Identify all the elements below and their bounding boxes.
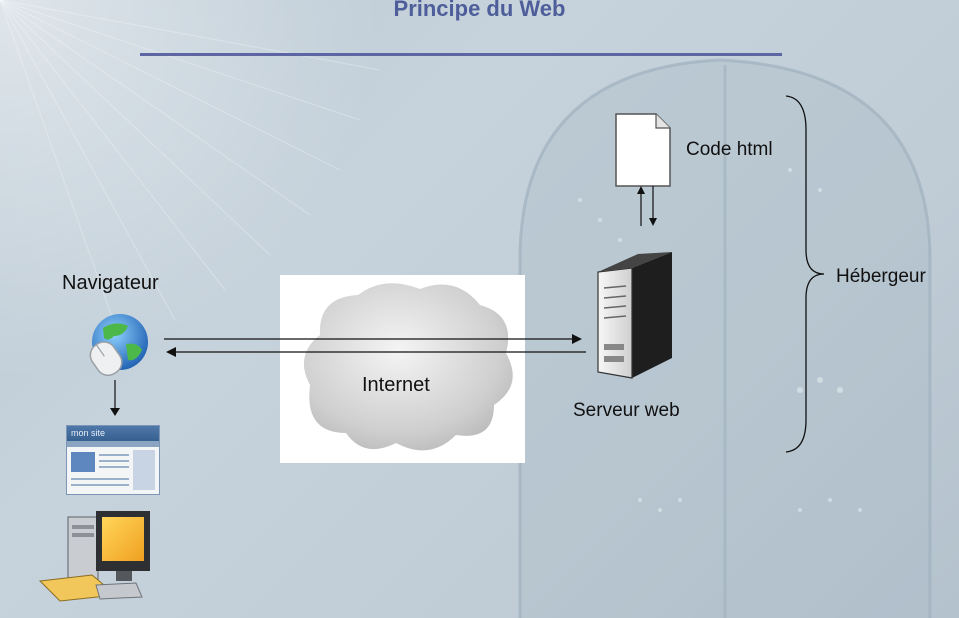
serveur-web-label: Serveur web — [573, 400, 680, 421]
hosting-brace — [785, 95, 825, 453]
html-document-icon — [615, 113, 671, 187]
title-underline — [140, 53, 782, 56]
browser-globe-mouse-icon — [89, 314, 148, 376]
down-arrow — [110, 380, 120, 416]
slide-title: Principe du Web — [393, 0, 566, 21]
website-mockup-heading: mon site — [67, 426, 159, 441]
connection-arrows — [164, 334, 586, 357]
desktop-computer-icon — [38, 511, 150, 602]
internet-label: Internet — [362, 374, 430, 396]
document-server-arrows — [637, 186, 657, 226]
response-arrow-head — [166, 347, 176, 357]
navigateur-label: Navigateur — [62, 272, 159, 294]
code-html-label: Code html — [686, 139, 773, 160]
hebergeur-label: Hébergeur — [836, 266, 926, 287]
website-mockup-icon: mon site — [66, 425, 160, 495]
internet-cloud-icon — [303, 283, 513, 451]
server-tower-icon — [597, 252, 672, 379]
request-arrow-head — [572, 334, 582, 344]
